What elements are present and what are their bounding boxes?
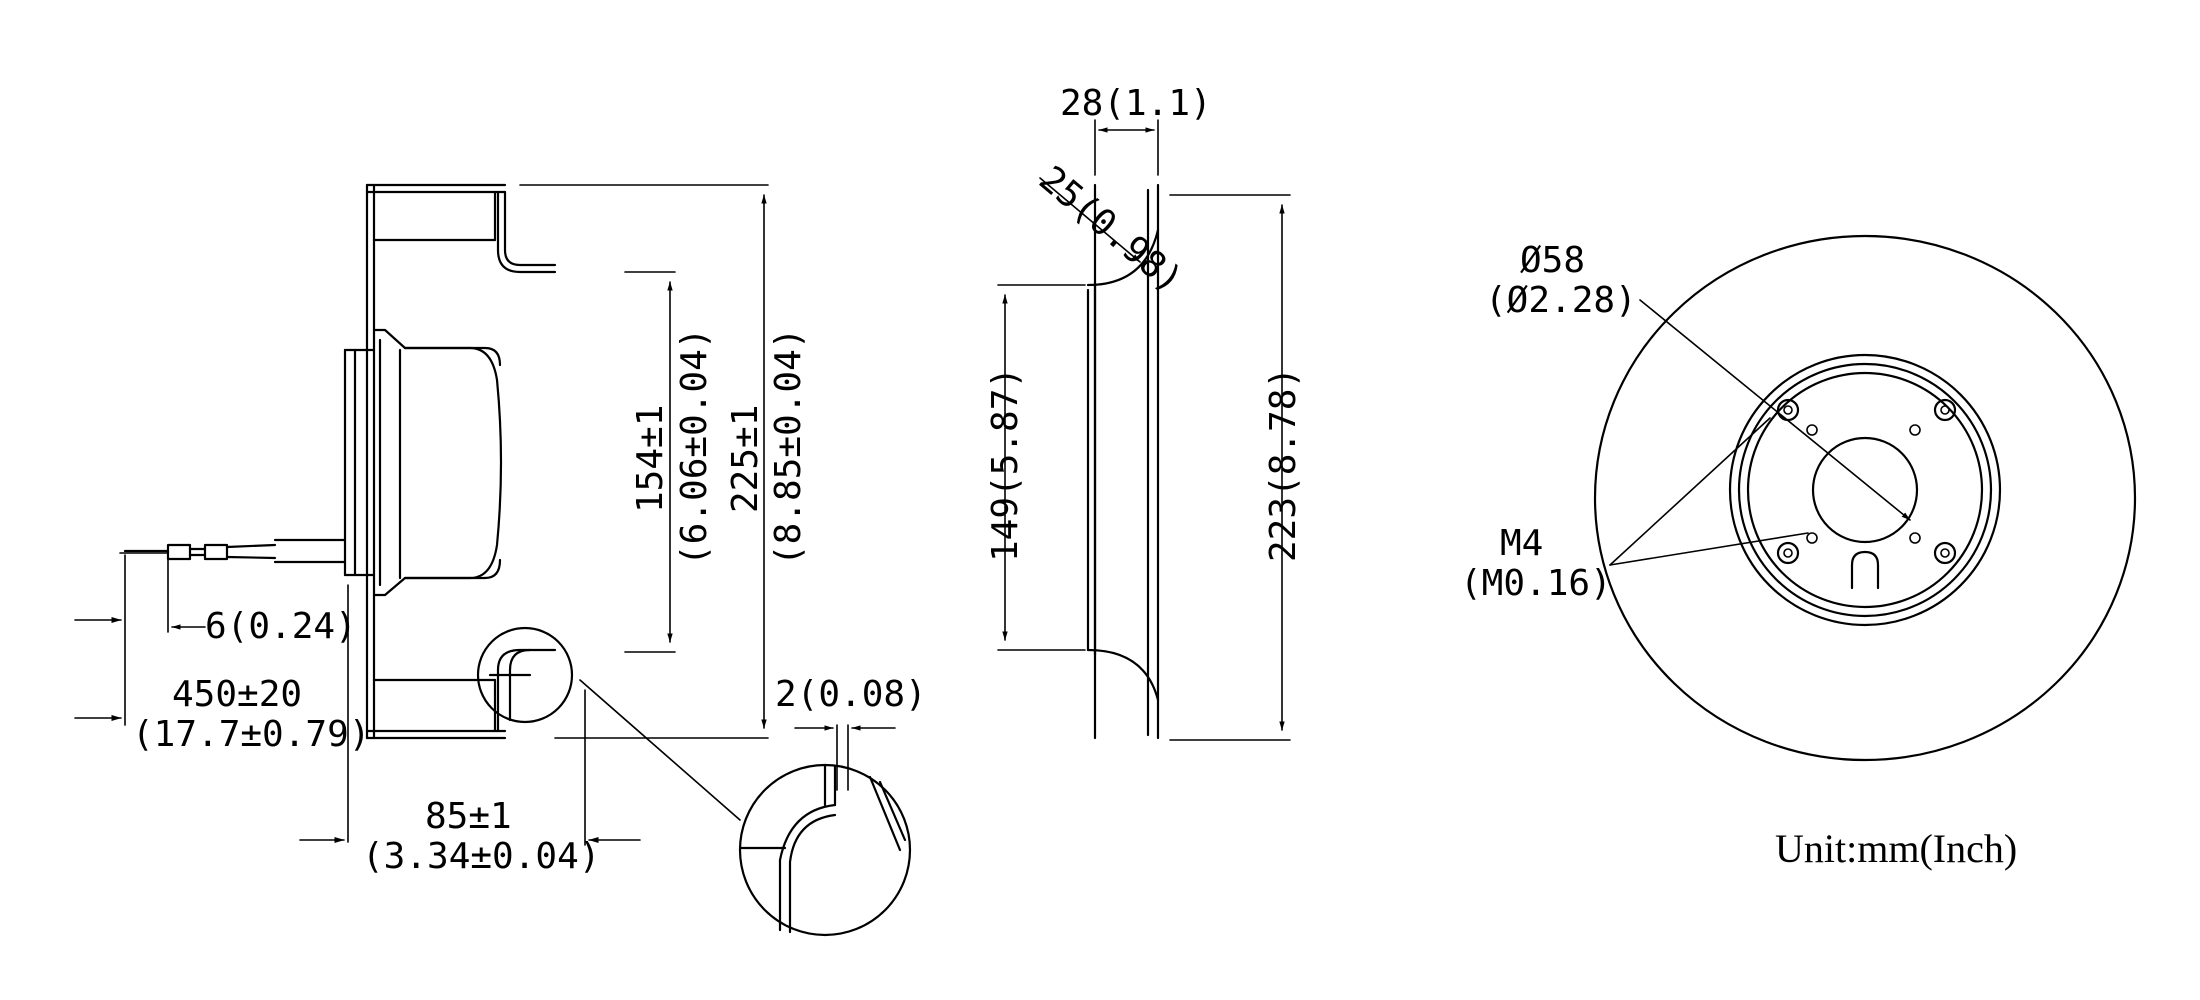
impeller-profile-dimensions: 28(1.1) 25(0.98) 149(5.87) 223(8.78) [985, 83, 1304, 741]
detail-enlarged-view [738, 763, 912, 937]
dim-thread-in: (M0.16) [1460, 563, 1612, 604]
dim-cable-strip: 6(0.24) [205, 606, 357, 647]
dim-bolt-circle: Ø58 [1520, 240, 1585, 281]
side-view-motor [119, 183, 741, 821]
dim-cable-length-in: (17.7±0.79) [132, 714, 370, 755]
unit-note: Unit:mm(Inch) [1775, 826, 2017, 871]
front-view: Ø58 (Ø2.28) M4 (M0.16) [1460, 234, 2137, 762]
dim-depth-in: (3.34±0.04) [362, 836, 600, 877]
side-view-dimensions: 6(0.24) 450±20 (17.7±0.79) 154±1 (6.06±0… [74, 184, 927, 877]
dim-depth: 85±1 [425, 796, 512, 837]
dim-hub-height-in: (6.06±0.04) [674, 328, 715, 566]
dim-impeller-inlet: 149(5.87) [985, 367, 1026, 562]
dim-thread: M4 [1500, 523, 1543, 564]
dim-impeller-outer: 223(8.78) [1263, 367, 1304, 562]
dim-bolt-circle-in: (Ø2.28) [1485, 280, 1637, 321]
dim-impeller-width: 28(1.1) [1060, 83, 1212, 124]
impeller-profile-view [1086, 183, 1160, 740]
dim-cable-length: 450±20 [172, 674, 302, 715]
dim-overall-height-in: (8.85±0.04) [768, 328, 809, 566]
dim-plate: 2(0.08) [775, 674, 927, 715]
dim-impeller-radius: 25(0.98) [1031, 158, 1190, 301]
dim-hub-height: 154±1 [630, 405, 671, 513]
dim-overall-height: 225±1 [725, 405, 766, 513]
